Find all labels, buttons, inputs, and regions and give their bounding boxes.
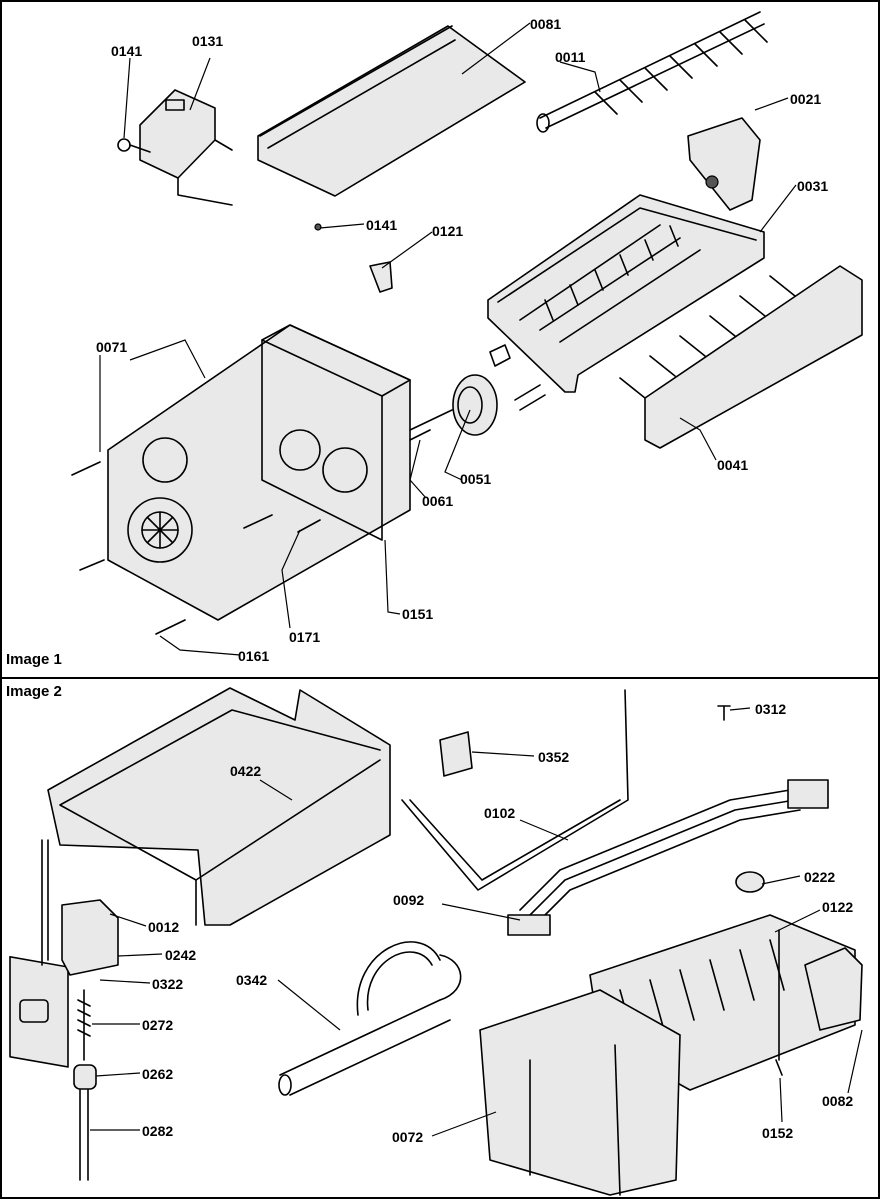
callout-0272-spring: 0272 — [142, 1017, 173, 1033]
callout-0011-shaft: 0011 — [555, 49, 586, 65]
callout-0151-housing: 0151 — [402, 606, 433, 622]
ice-tray-part — [487, 194, 765, 393]
callout-0081-shield: 0081 — [530, 16, 561, 32]
callout-0051-thermostat: 0051 — [460, 471, 491, 487]
thermostat-part — [735, 871, 765, 893]
callout-0122-icemaker: 0122 — [822, 899, 853, 915]
callout-0342-fill-tube: 0342 — [236, 972, 267, 988]
ice-bucket-part — [47, 687, 391, 926]
callout-0031-tray: 0031 — [797, 178, 828, 194]
callout-0322-fitting: 0322 — [152, 976, 183, 992]
callout-0141-screw: 0141 — [111, 43, 142, 59]
bracket-part — [139, 89, 233, 206]
callout-0171-screw: 0171 — [289, 629, 320, 645]
stripper-part — [619, 265, 863, 449]
callout-0082-bracket: 0082 — [822, 1093, 853, 1109]
screw-part — [775, 929, 783, 1076]
wire-harness-part — [507, 779, 829, 936]
callout-0102-heater: 0102 — [484, 805, 515, 821]
ejector-shaft-part — [536, 11, 768, 133]
callout-0242-bracket: 0242 — [165, 947, 196, 963]
callout-0262-nut: 0262 — [142, 1066, 173, 1082]
screw-part — [717, 705, 731, 721]
callout-0121-clip: 0121 — [432, 223, 463, 239]
clip-part — [369, 261, 393, 293]
shield-part — [257, 25, 526, 197]
callout-0312-screw: 0312 — [755, 701, 786, 717]
callout-0072-cover: 0072 — [392, 1129, 423, 1145]
callout-0041-stripper: 0041 — [717, 457, 748, 473]
callout-0141-small-screw: 0141 — [366, 217, 397, 233]
leader-lines-image-1 — [99, 22, 797, 656]
stripper-end-part — [687, 117, 761, 211]
screw-part — [117, 138, 151, 153]
panel-title-image-2: Image 2 — [6, 683, 62, 700]
screws-part — [71, 461, 321, 635]
small-screw-part — [314, 223, 322, 231]
callout-0061-connector: 0061 — [422, 493, 453, 509]
leader-lines-image-2 — [90, 707, 863, 1137]
callout-0161-screw: 0161 — [238, 648, 269, 664]
panel-image-1: Image 1 — [6, 11, 863, 668]
callout-0282-tube: 0282 — [142, 1123, 173, 1139]
panel-image-2: Image 2 — [6, 683, 863, 1196]
callout-0092-harness: 0092 — [393, 892, 424, 908]
callout-0352-clip: 0352 — [538, 749, 569, 765]
front-cover-part — [479, 989, 681, 1196]
callout-0222-thermostat: 0222 — [804, 869, 835, 885]
callout-0131-bracket: 0131 — [192, 33, 223, 49]
water-valve-part — [9, 839, 119, 1181]
thermostat-part — [409, 344, 546, 441]
fill-tube-part — [278, 941, 462, 1096]
panel-title-image-1: Image 1 — [6, 651, 62, 668]
callout-0021-stripper-end: 0021 — [790, 91, 821, 107]
clip-part — [439, 731, 473, 777]
callout-0071-housing: 0071 — [96, 339, 127, 355]
callout-0012-valve: 0012 — [148, 919, 179, 935]
heater-wire-part — [401, 689, 629, 891]
control-housing-part — [107, 324, 411, 621]
callout-0152-screw: 0152 — [762, 1125, 793, 1141]
callout-0422-bucket: 0422 — [230, 763, 261, 779]
